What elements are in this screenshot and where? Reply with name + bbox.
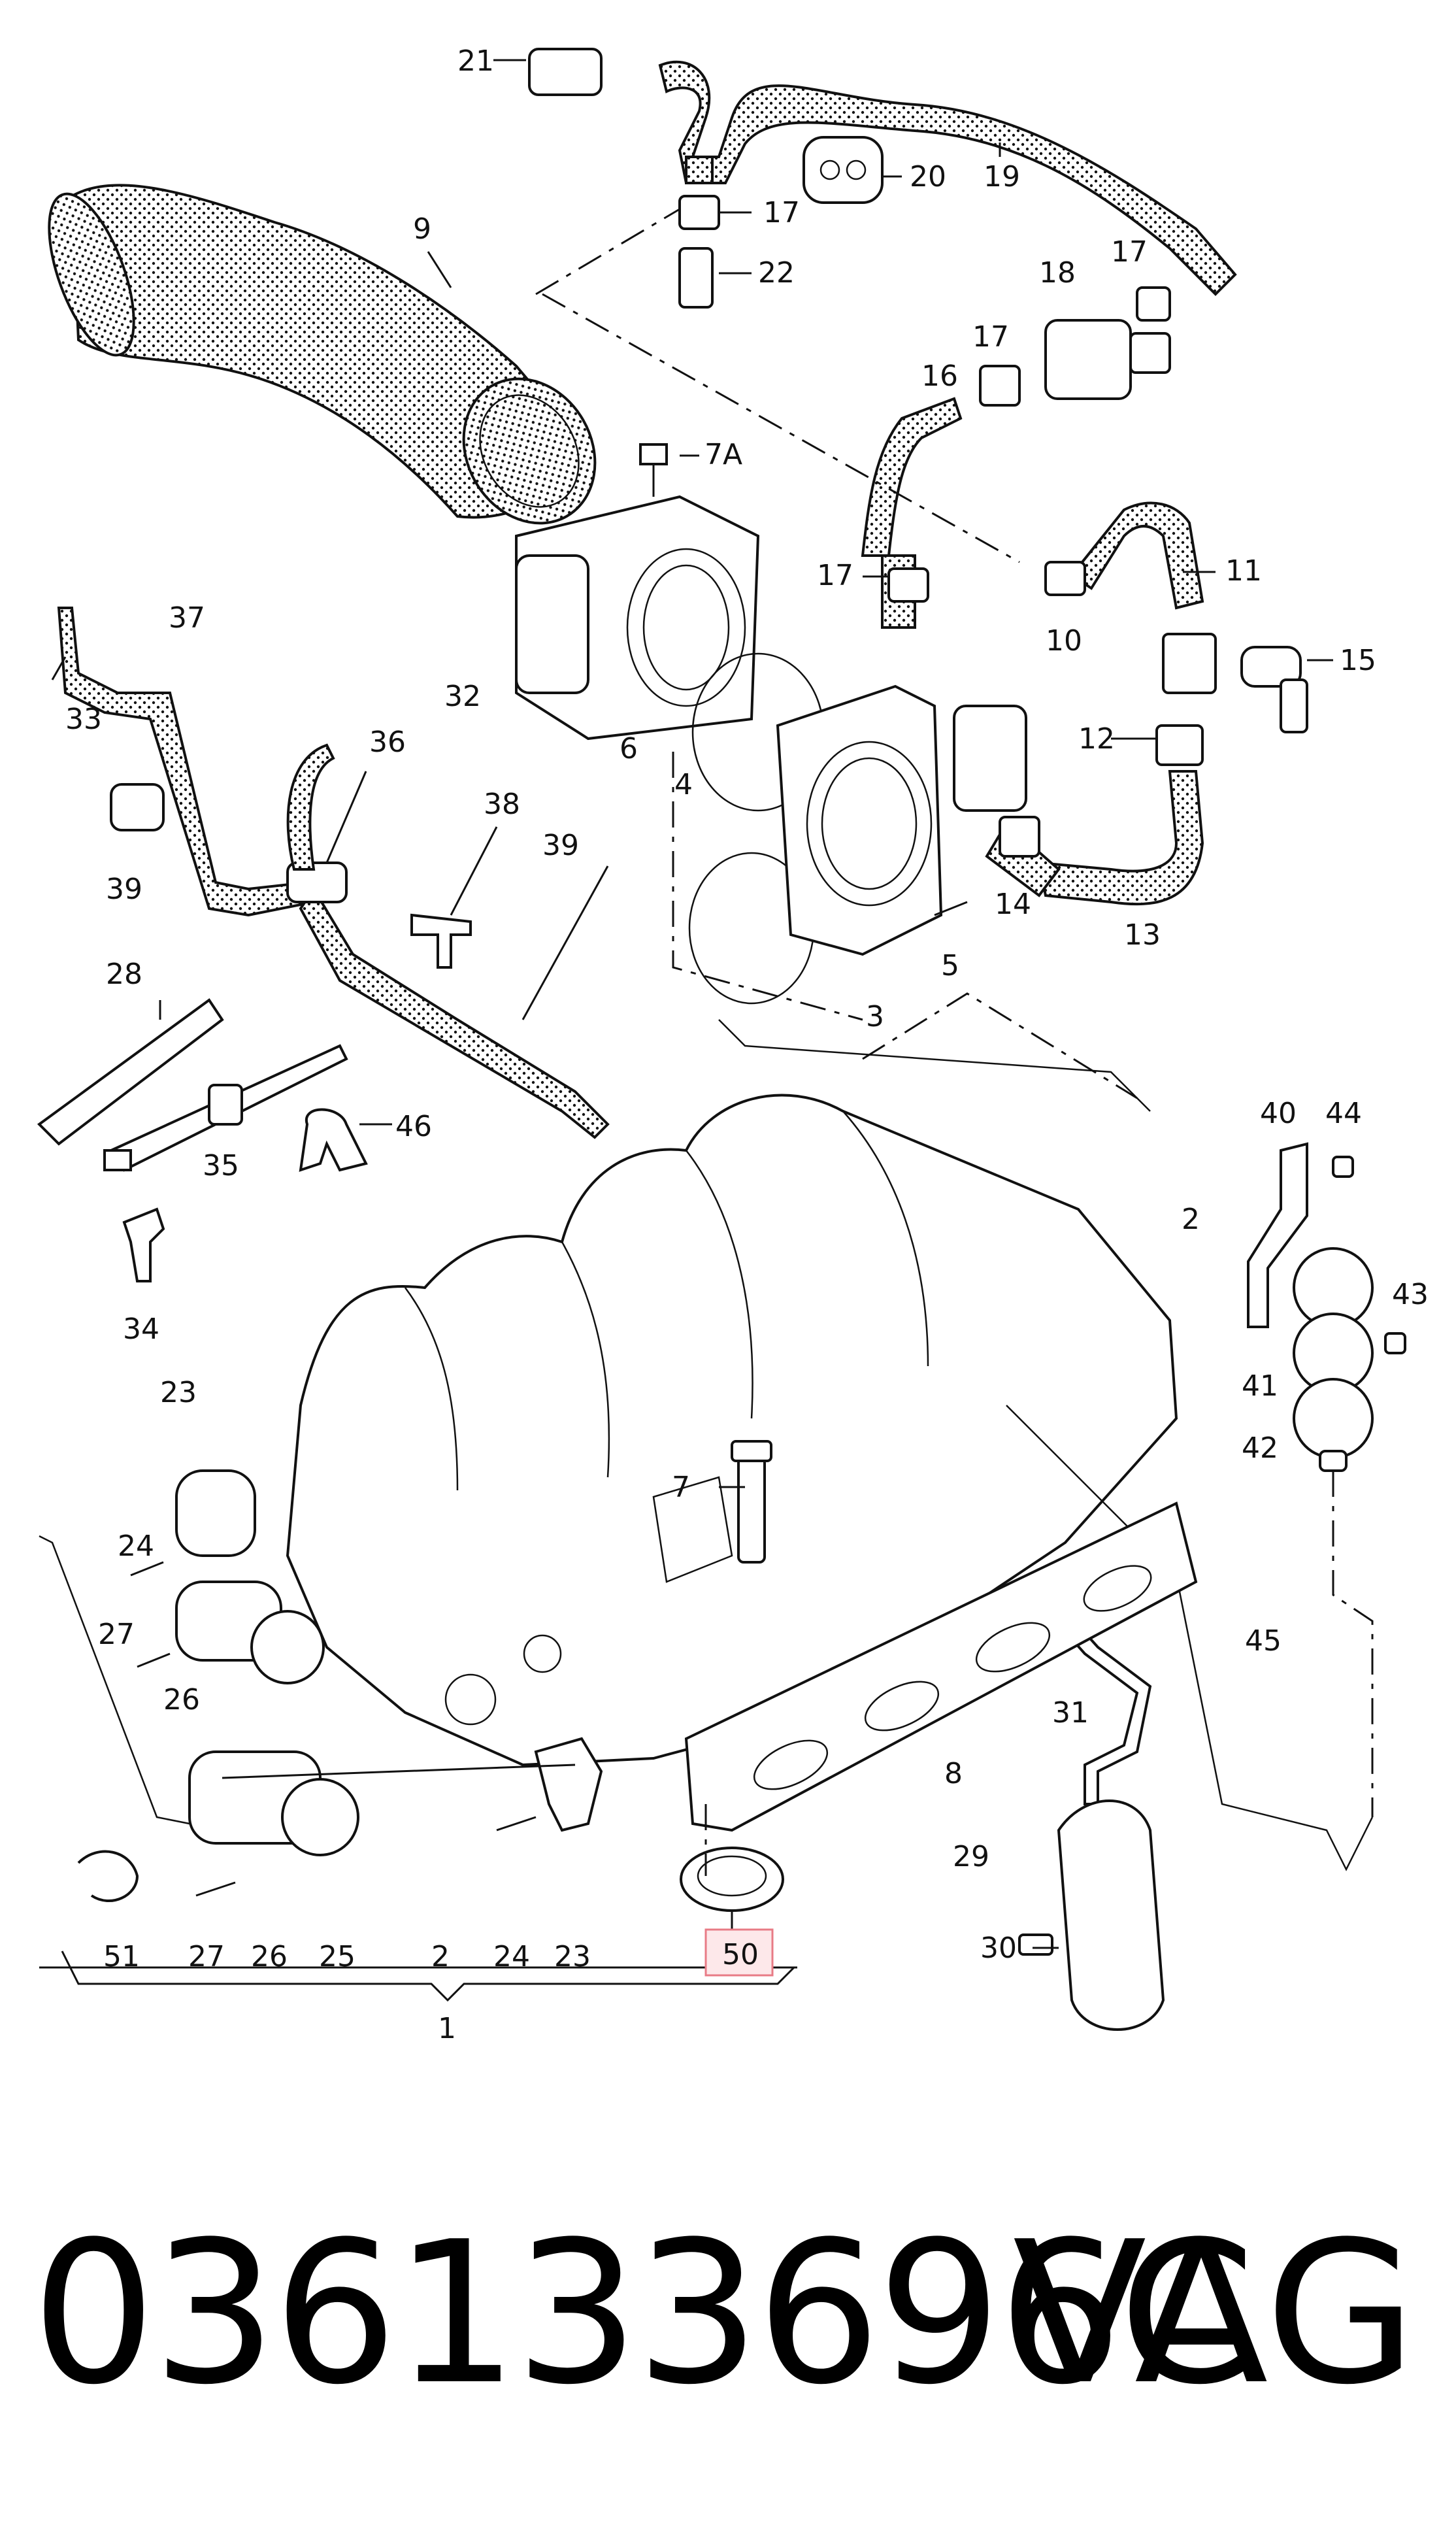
assembly-bracket	[61, 1950, 795, 2002]
callout-37: 37	[169, 601, 205, 635]
callout-2: 2	[1182, 1203, 1200, 1236]
throttle-body-assembly	[515, 443, 1027, 1005]
callout-33: 33	[65, 703, 102, 736]
callout-20: 20	[910, 160, 946, 193]
callout-4: 4	[674, 768, 693, 801]
callout-2: 2	[431, 1940, 450, 1973]
footer: 036133696C VAG	[0, 2190, 1456, 2464]
callout-46: 46	[395, 1110, 432, 1143]
intake-air-hose	[48, 184, 597, 525]
callout-5: 5	[941, 949, 959, 982]
part-number: 036133696C	[31, 2200, 1255, 2428]
callout-17: 17	[763, 196, 800, 229]
callout-13: 13	[1124, 918, 1161, 952]
callout-39: 39	[106, 873, 142, 906]
callout-22: 22	[758, 256, 795, 290]
callout-27: 27	[188, 1940, 225, 1973]
callout-40: 40	[1260, 1097, 1297, 1130]
callout-9: 9	[413, 212, 431, 246]
callout-43: 43	[1392, 1278, 1429, 1311]
callout-17: 17	[1111, 235, 1148, 269]
manifold-gasket	[684, 1501, 1198, 1832]
callout-35: 35	[203, 1149, 239, 1182]
callout-34: 34	[123, 1313, 159, 1346]
callout-26: 26	[251, 1940, 288, 1973]
right-small-parts	[1006, 1142, 1406, 2031]
parts-exploded-diagram: 21 20 19 17 22 9 17 18 17 16 7A 17 11 10…	[37, 44, 1429, 2045]
callout-50: 50	[722, 1938, 759, 1971]
callout-16: 16	[921, 360, 958, 393]
leader-lines	[39, 59, 1333, 1969]
callout-17: 17	[972, 320, 1009, 354]
callout-21: 21	[457, 44, 494, 78]
callout-12: 12	[1078, 722, 1115, 756]
callout-38: 38	[484, 788, 520, 821]
callout-24: 24	[118, 1530, 154, 1563]
callout-17: 17	[817, 559, 853, 592]
vacuum-hoses	[658, 60, 1237, 906]
callout-1: 1	[438, 2012, 456, 2045]
callout-31: 31	[1052, 1696, 1089, 1730]
dashed-guides	[535, 208, 1138, 1876]
callout-45: 45	[1245, 1624, 1282, 1658]
callout-15: 15	[1340, 644, 1376, 677]
valves-and-clamps	[528, 48, 1308, 858]
callout-24: 24	[493, 1940, 530, 1973]
callout-36: 36	[369, 726, 406, 759]
callout-18: 18	[1039, 256, 1076, 290]
callout-23: 23	[554, 1940, 591, 1973]
callout-8: 8	[944, 1757, 963, 1790]
callout-51: 51	[103, 1940, 140, 1973]
callout-3: 3	[866, 1000, 884, 1033]
intake-manifold	[286, 1019, 1178, 1767]
callout-23: 23	[160, 1376, 197, 1409]
callout-39: 39	[542, 829, 579, 862]
callout-25: 25	[319, 1940, 356, 1973]
callout-26: 26	[163, 1683, 200, 1716]
callout-labels: 21 20 19 17 22 9 17 18 17 16 7A 17 11 10…	[65, 44, 1429, 2045]
callout-11: 11	[1225, 554, 1262, 588]
brand-name: VAG	[1012, 2200, 1417, 2428]
callout-30: 30	[980, 1932, 1017, 1965]
callout-42: 42	[1242, 1431, 1278, 1465]
highlight-box	[704, 1928, 774, 1977]
callout-7: 7	[672, 1471, 690, 1504]
runner-actuators	[39, 1469, 603, 1903]
callout-10: 10	[1046, 624, 1082, 658]
callout-27: 27	[98, 1618, 135, 1651]
callout-19: 19	[984, 160, 1020, 193]
bolts-and-screws	[130, 901, 1059, 1949]
callout-32: 32	[444, 680, 481, 713]
callout-14: 14	[995, 888, 1031, 921]
callout-44: 44	[1325, 1097, 1362, 1130]
callout-6: 6	[620, 732, 638, 765]
left-small-parts	[37, 607, 610, 1282]
callout-7A: 7A	[704, 438, 742, 471]
callout-41: 41	[1242, 1369, 1278, 1403]
callout-29: 29	[953, 1840, 989, 1873]
callout-28: 28	[106, 958, 142, 991]
